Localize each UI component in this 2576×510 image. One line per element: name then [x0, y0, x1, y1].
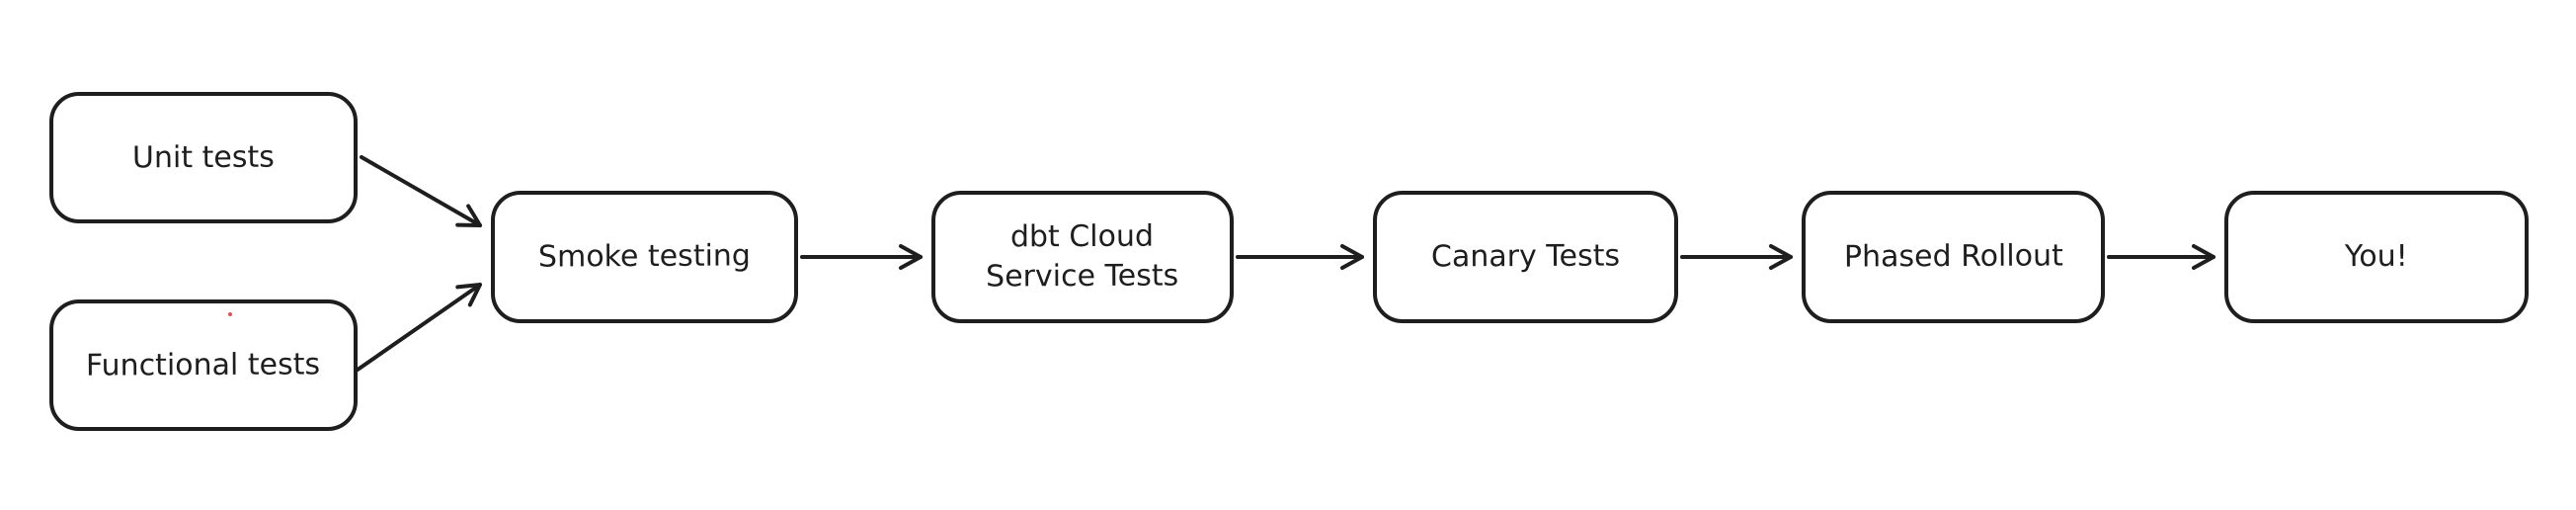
node-functional-tests: Functional tests	[49, 299, 358, 431]
node-you-label: You!	[2345, 239, 2408, 275]
node-unit-tests-label: Unit tests	[131, 139, 276, 176]
node-phased-rollout: Phased Rollout	[1802, 191, 2105, 323]
arrow-functional-tests-to-smoke-testing	[356, 283, 482, 372]
node-dbt-cloud-service-tests-label: dbt Cloud Service Tests	[986, 219, 1179, 295]
node-smoke-testing-label: Smoke testing	[537, 238, 752, 275]
node-you: You!	[2224, 191, 2529, 323]
node-dbt-cloud-service-tests: dbt Cloud Service Tests	[931, 191, 1234, 323]
node-smoke-testing: Smoke testing	[491, 191, 798, 323]
node-canary-tests: Canary Tests	[1373, 191, 1678, 323]
node-canary-tests-label: Canary Tests	[1430, 238, 1621, 275]
arrow-unit-tests-to-smoke-testing	[360, 155, 482, 227]
red-dot-artifact	[228, 312, 232, 316]
node-phased-rollout-label: Phased Rollout	[1843, 238, 2063, 275]
node-functional-tests-label: Functional tests	[86, 347, 321, 383]
node-unit-tests: Unit tests	[49, 92, 358, 223]
